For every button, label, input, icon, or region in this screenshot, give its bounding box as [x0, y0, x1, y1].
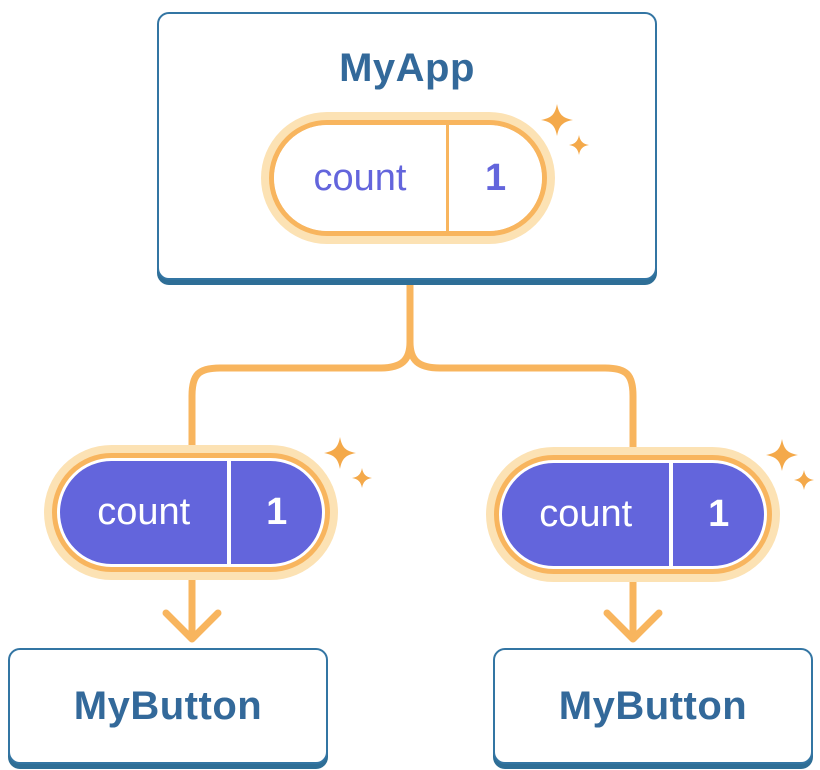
sparkle-icon — [324, 437, 372, 488]
prop-value: 1 — [708, 493, 730, 535]
right-branch-wire — [406, 338, 637, 637]
component-title: MyButton — [73, 683, 263, 728]
sparkle-icon — [766, 439, 814, 490]
component-card-mybutton-right: MyButton — [493, 648, 813, 764]
prop-pill-right: count 1 — [486, 439, 814, 582]
component-card-mybutton-left: MyButton — [8, 648, 328, 764]
pill-divider — [669, 463, 674, 566]
sparkle-icon — [541, 104, 589, 155]
pill-divider — [227, 461, 232, 564]
state-pill: count 1 — [261, 104, 589, 244]
pill-divider — [446, 125, 450, 231]
state-value: 1 — [484, 156, 507, 199]
prop-label: count — [539, 493, 633, 535]
component-title: MyButton — [558, 683, 748, 728]
prop-value: 1 — [266, 491, 288, 533]
prop-label: count — [97, 491, 191, 533]
state-label: count — [313, 156, 407, 199]
component-title: MyApp — [339, 46, 475, 90]
right-arrowhead-icon — [603, 609, 663, 643]
left-arrowhead-icon — [162, 609, 222, 643]
left-branch-wire — [188, 338, 414, 637]
prop-pill-left: count 1 — [44, 437, 372, 580]
